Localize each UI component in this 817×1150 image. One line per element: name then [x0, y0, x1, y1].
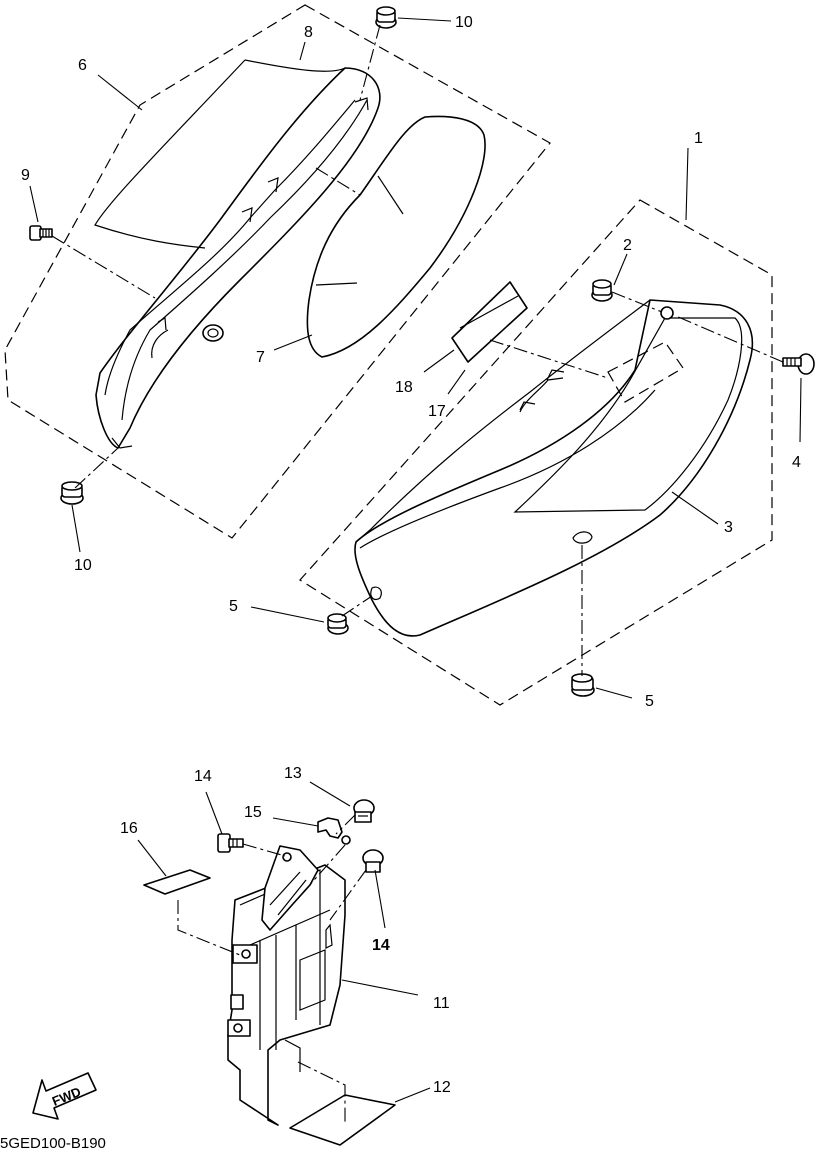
part-10-grommet-bottom — [60, 481, 84, 505]
assembly-1-boundary — [299, 199, 773, 706]
callout-10-bottom: 10 — [74, 557, 92, 574]
part-11-bracket — [227, 845, 346, 1126]
callout-1: 1 — [694, 130, 703, 147]
part-9-bolt — [29, 225, 53, 241]
callout-16: 16 — [120, 820, 138, 837]
callout-10-top: 10 — [455, 14, 473, 31]
part-14-bolt-left — [217, 833, 244, 853]
assembly-6-boundary — [4, 4, 551, 539]
part-3-side-cover — [354, 299, 754, 637]
callout-7: 7 — [256, 349, 265, 366]
part-2-grommet — [591, 279, 613, 302]
diagram-code: 5GED100-B190 — [0, 1135, 106, 1150]
callout-15: 15 — [244, 804, 262, 821]
callout-13: 13 — [284, 765, 302, 782]
part-8-grommet-hole — [202, 324, 224, 342]
part-5-grommet-bottom — [571, 673, 595, 697]
part-4-screw — [782, 353, 815, 375]
callout-18: 18 — [395, 379, 413, 396]
callout-8: 8 — [304, 24, 313, 41]
part-14-bolt-right — [362, 849, 384, 873]
callout-4: 4 — [792, 454, 801, 471]
part-8-side-cover — [95, 67, 381, 449]
part-5-grommet-left — [327, 613, 349, 635]
part-15-clip — [317, 817, 351, 845]
part-17-18-label — [451, 281, 528, 363]
part-12-sheet — [289, 1094, 396, 1146]
callout-5-left: 5 — [229, 598, 238, 615]
callout-2: 2 — [623, 237, 632, 254]
callout-9: 9 — [21, 167, 30, 184]
part-10-grommet-top — [375, 6, 397, 29]
part-16-label — [143, 869, 211, 895]
fwd-arrow-icon: FWD — [32, 1072, 97, 1120]
callout-3: 3 — [724, 519, 733, 536]
callout-17: 17 — [428, 403, 446, 420]
callout-12: 12 — [433, 1079, 451, 1096]
callout-14-left: 14 — [194, 768, 212, 785]
callout-6: 6 — [78, 57, 87, 74]
callout-5-bottom: 5 — [645, 693, 654, 710]
callout-11: 11 — [433, 995, 450, 1012]
callout-14-right: 14 — [372, 937, 390, 954]
part-13-bolt — [353, 799, 375, 823]
